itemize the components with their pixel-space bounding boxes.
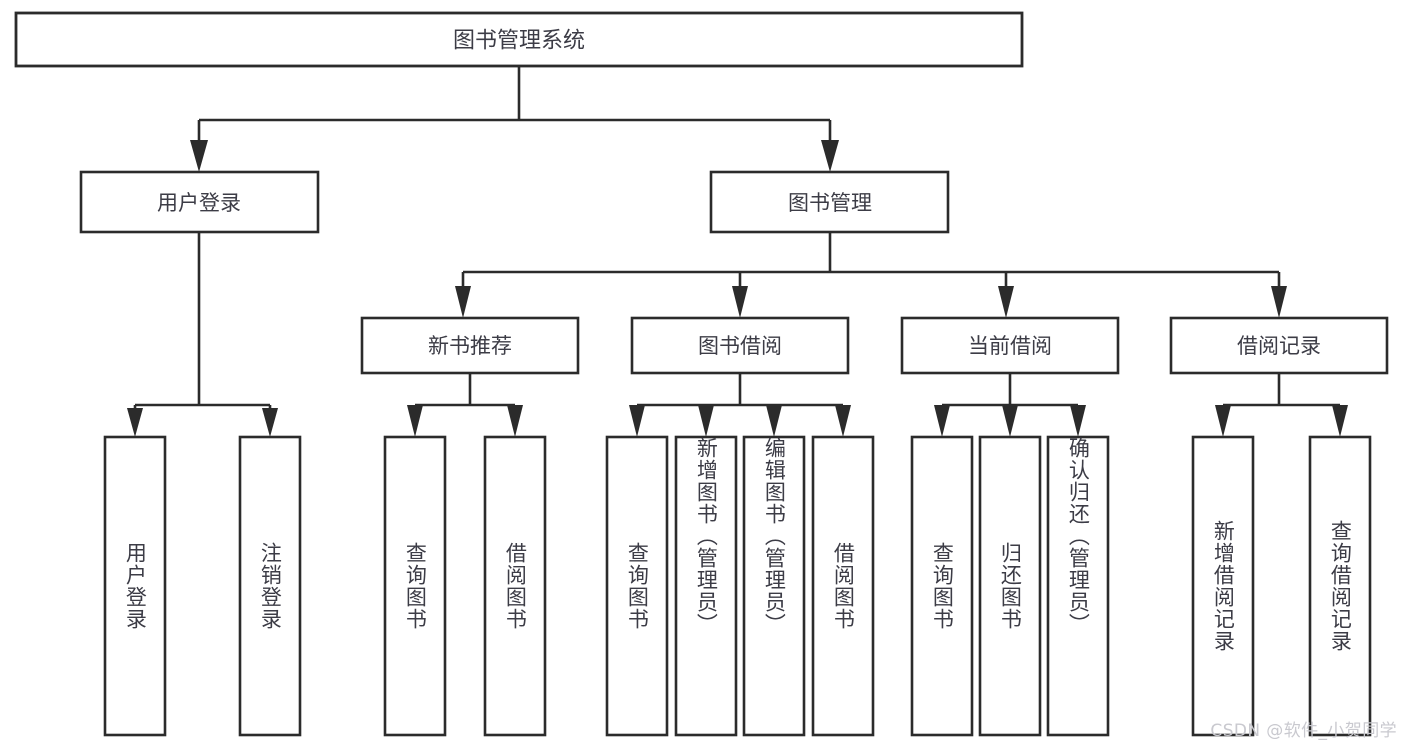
node-box-图书管理[interactable] [709,170,950,234]
arrowhead-leaf-用户登录 [127,408,143,437]
node-box-leaf-查询图书-当前借阅[interactable] [910,435,974,737]
node-box-借阅记录[interactable] [1169,316,1389,375]
node-box-leaf-归还图书[interactable] [978,435,1042,737]
arrowhead-leaf-编辑图书 [766,405,782,437]
node-box-leaf-借阅图书-图书借阅[interactable] [811,435,875,737]
watermark-text: CSDN @软件_小贺同学 [1210,721,1397,741]
arrowhead-当前借阅 [998,286,1014,318]
arrowhead-leaf-归还图书 [1002,405,1018,437]
node-box-leaf-注销登录[interactable] [238,435,302,737]
arrowhead-leaf-新增借阅记录 [1215,405,1231,437]
arrowhead-leaf-查询图书-新书推荐 [407,405,423,437]
arrowhead-leaf-借阅图书-新书推荐 [507,405,523,437]
arrowhead-leaf-注销登录 [262,408,278,437]
arrowhead-leaf-新增图书 [698,405,714,437]
arrowhead-leaf-查询借阅记录 [1332,405,1348,437]
node-box-leaf-新增借阅记录[interactable] [1191,435,1255,737]
node-box-leaf-查询图书-图书借阅[interactable] [605,435,669,737]
arrowhead-leaf-确认归还 [1070,405,1086,437]
node-box-用户登录[interactable] [79,170,320,234]
label-用户登录: 用户登录 [157,191,241,215]
arrowhead-leaf-查询图书-图书借阅 [629,405,645,437]
node-box-leaf-查询图书-新书推荐[interactable] [383,435,447,737]
label-layer: 图书管理系统 用户登录 图书管理 新书推荐 图书借阅 当前借阅 借阅记录 [157,29,1321,359]
node-box-图书借阅[interactable] [630,316,850,375]
arrowhead-leaf-查询图书-当前借阅 [934,405,950,437]
arrowhead-图书借阅 [732,286,748,318]
arrowhead-leaf-借阅图书-图书借阅 [835,405,851,437]
label-新书推荐: 新书推荐 [428,334,512,358]
node-layer [14,11,1389,737]
node-box-leaf-查询借阅记录[interactable] [1308,435,1372,737]
connector-layer [127,66,1348,437]
label-借阅记录: 借阅记录 [1237,334,1321,358]
node-box-leaf-确认归还[interactable] [1046,435,1110,737]
label-root: 图书管理系统 [453,29,585,54]
node-box-leaf-编辑图书[interactable] [742,435,806,737]
node-box-新书推荐[interactable] [360,316,580,375]
label-图书借阅: 图书借阅 [698,334,782,358]
node-box-leaf-借阅图书-新书推荐[interactable] [483,435,547,737]
arrowhead-图书管理 [821,140,839,172]
node-box-当前借阅[interactable] [900,316,1120,375]
node-box-leaf-新增图书[interactable] [674,435,738,737]
label-图书管理: 图书管理 [788,191,872,215]
arrowhead-用户登录 [190,140,208,172]
arrowhead-借阅记录 [1271,286,1287,318]
label-当前借阅: 当前借阅 [968,334,1052,358]
node-box-root[interactable] [14,11,1024,68]
arrowhead-新书推荐 [455,286,471,318]
node-box-leaf-用户登录[interactable] [103,435,167,737]
